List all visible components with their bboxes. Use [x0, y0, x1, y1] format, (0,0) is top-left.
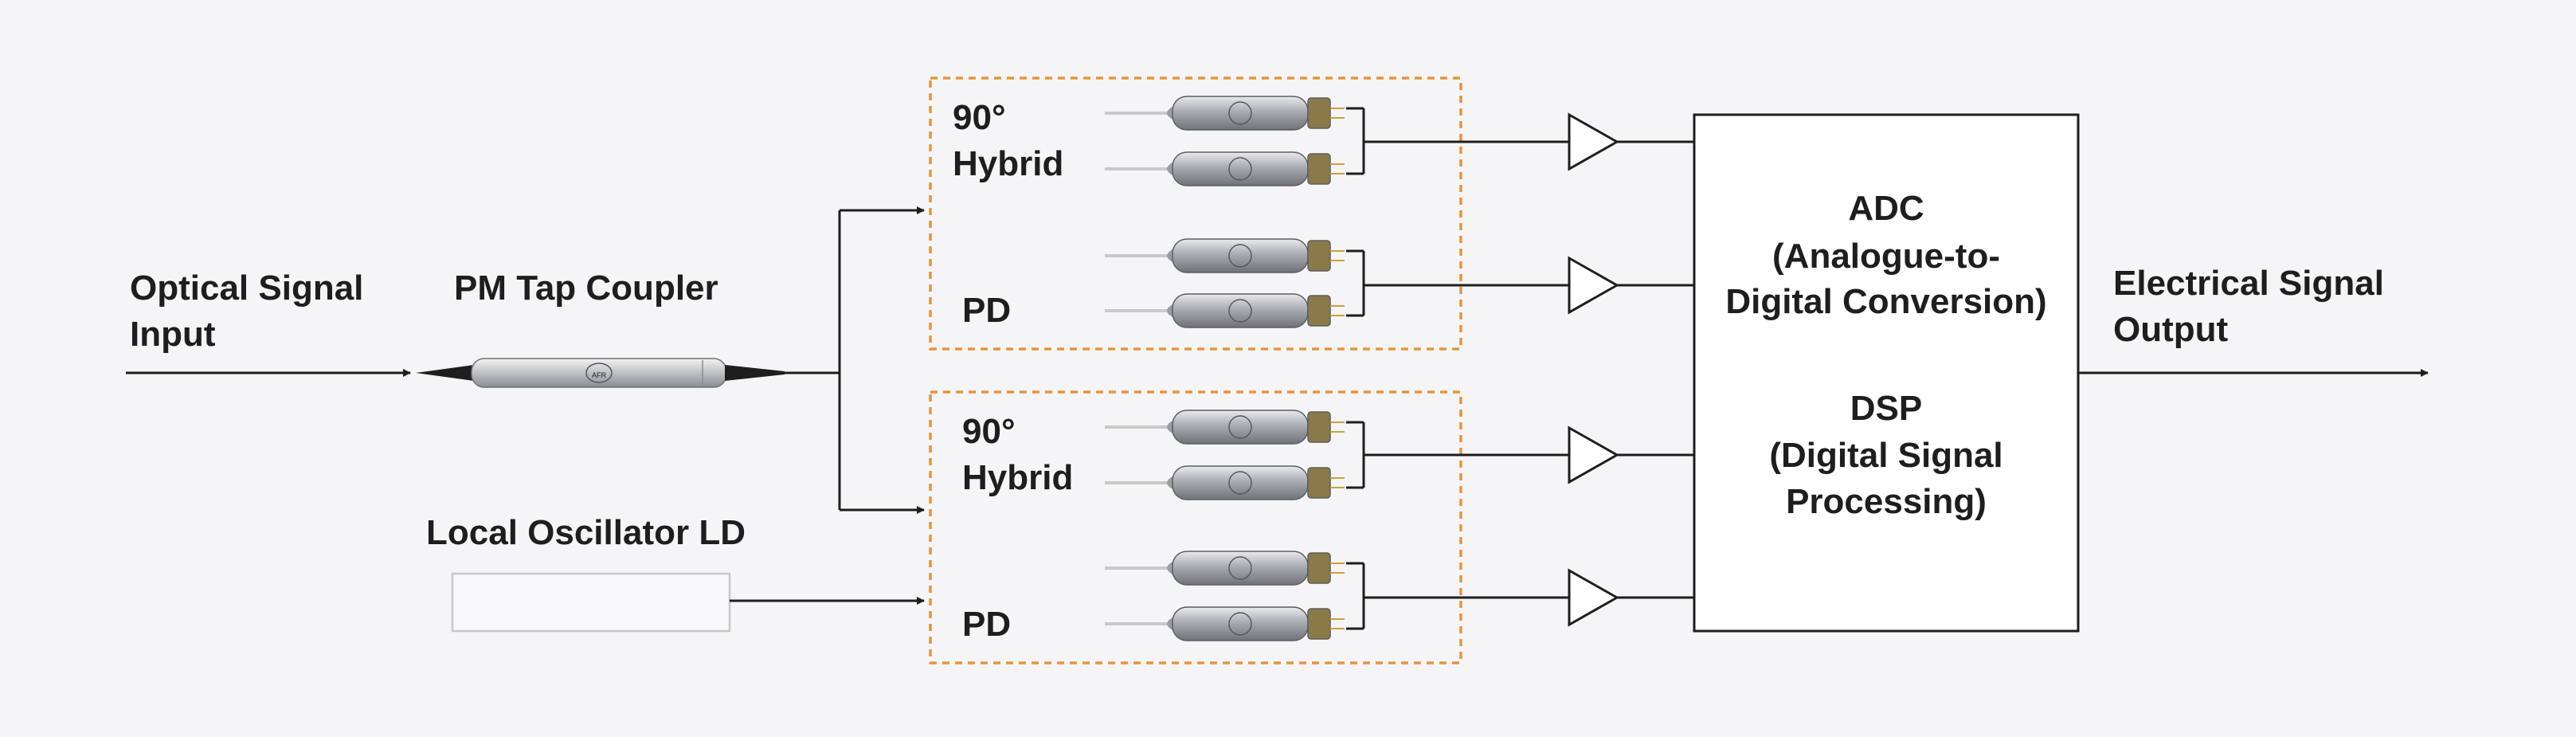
top-hybrid-group-box	[929, 76, 1462, 351]
adc-label: (Analogue-to-	[1772, 237, 2000, 276]
pd-pair-connectors	[1346, 107, 1365, 630]
amplifier-icons	[1568, 112, 1620, 627]
dsp-label: (Digital Signal	[1769, 436, 2002, 475]
coupler-logo: AFR	[592, 371, 607, 379]
adc-label: ADC	[1848, 189, 1924, 228]
bottom-pd-label: PD	[962, 605, 1011, 644]
photodiode-icon	[1103, 409, 1346, 445]
dsp-label: DSP	[1850, 389, 1922, 428]
local-oscillator-box	[451, 572, 731, 633]
local-oscillator-label: Local Oscillator LD	[426, 513, 746, 552]
bottom-hybrid-label: 90°	[962, 412, 1016, 451]
photodiode-icon	[1103, 237, 1346, 274]
photodiode-icon	[1103, 550, 1346, 586]
bottom-hybrid-group-box	[929, 390, 1462, 664]
dsp-label: Processing)	[1786, 482, 1987, 521]
photodiode-icon	[1103, 292, 1346, 329]
photodiode-icon	[1103, 151, 1346, 187]
electrical-output-label: Electrical Signal	[2113, 264, 2384, 303]
pd-to-amplifier-lines	[1364, 140, 1569, 599]
bottom-hybrid-label: Hybrid	[962, 458, 1073, 497]
amplifier-to-adc-lines	[1617, 140, 1694, 599]
electrical-output-label: Output	[2113, 310, 2229, 349]
coupler-icon	[416, 358, 785, 388]
adc-dsp-box	[1693, 113, 2080, 633]
photodiode-icon	[1103, 465, 1346, 501]
optical-input-label: Input	[130, 315, 216, 354]
top-hybrid-label: Hybrid	[953, 144, 1063, 183]
photodiode-icon	[1103, 606, 1346, 642]
optical-input-label: Optical Signal	[130, 269, 363, 308]
adc-label: Digital Conversion)	[1725, 282, 2046, 321]
photodiode-icon	[1103, 95, 1346, 131]
coupler-label: PM Tap Coupler	[454, 269, 718, 308]
top-pd-label: PD	[962, 291, 1011, 330]
top-hybrid-label: 90°	[953, 98, 1006, 137]
